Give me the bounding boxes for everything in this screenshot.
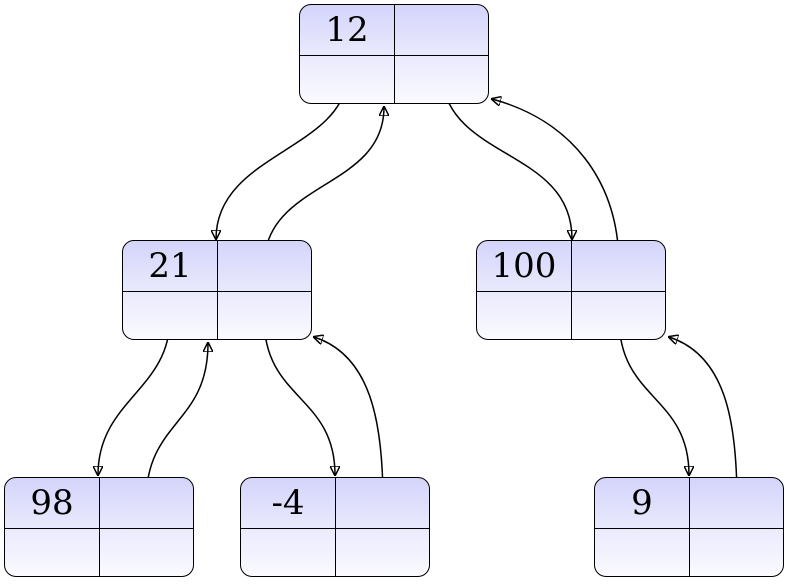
node-value: 9 xyxy=(631,483,653,523)
node-divider xyxy=(99,478,100,576)
node-divider xyxy=(123,291,311,292)
edge-21-to-12 xyxy=(263,107,384,267)
node-value: 100 xyxy=(491,246,557,286)
node-divider xyxy=(335,478,336,576)
node-value: 98 xyxy=(30,483,74,523)
edge-9-to-100 xyxy=(669,337,738,503)
edge-98-to-21 xyxy=(145,343,208,503)
node-divider xyxy=(5,528,193,529)
node-divider xyxy=(571,241,572,339)
tree-node-minus4: -4 xyxy=(240,477,430,577)
tree-node-12: 12 xyxy=(299,4,489,104)
node-divider xyxy=(217,241,218,339)
edge-21-to-minus4 xyxy=(263,317,335,475)
edge-100-to-9 xyxy=(618,317,689,475)
edge-100-to-12 xyxy=(492,99,620,267)
node-value: -4 xyxy=(271,483,305,523)
node-value: 21 xyxy=(148,246,192,286)
node-divider xyxy=(595,528,783,529)
node-divider xyxy=(689,478,690,576)
tree-node-9: 9 xyxy=(594,477,784,577)
tree-node-21: 21 xyxy=(122,240,312,340)
tree-node-100: 100 xyxy=(476,240,666,340)
node-value: 12 xyxy=(325,10,369,50)
node-divider xyxy=(241,528,429,529)
node-divider xyxy=(477,291,665,292)
edge-21-to-98 xyxy=(98,317,171,475)
node-divider xyxy=(394,5,395,103)
edge-12-to-100 xyxy=(441,79,572,239)
tree-node-98: 98 xyxy=(4,477,194,577)
edge-minus4-to-21 xyxy=(314,337,384,503)
node-divider xyxy=(300,55,488,56)
